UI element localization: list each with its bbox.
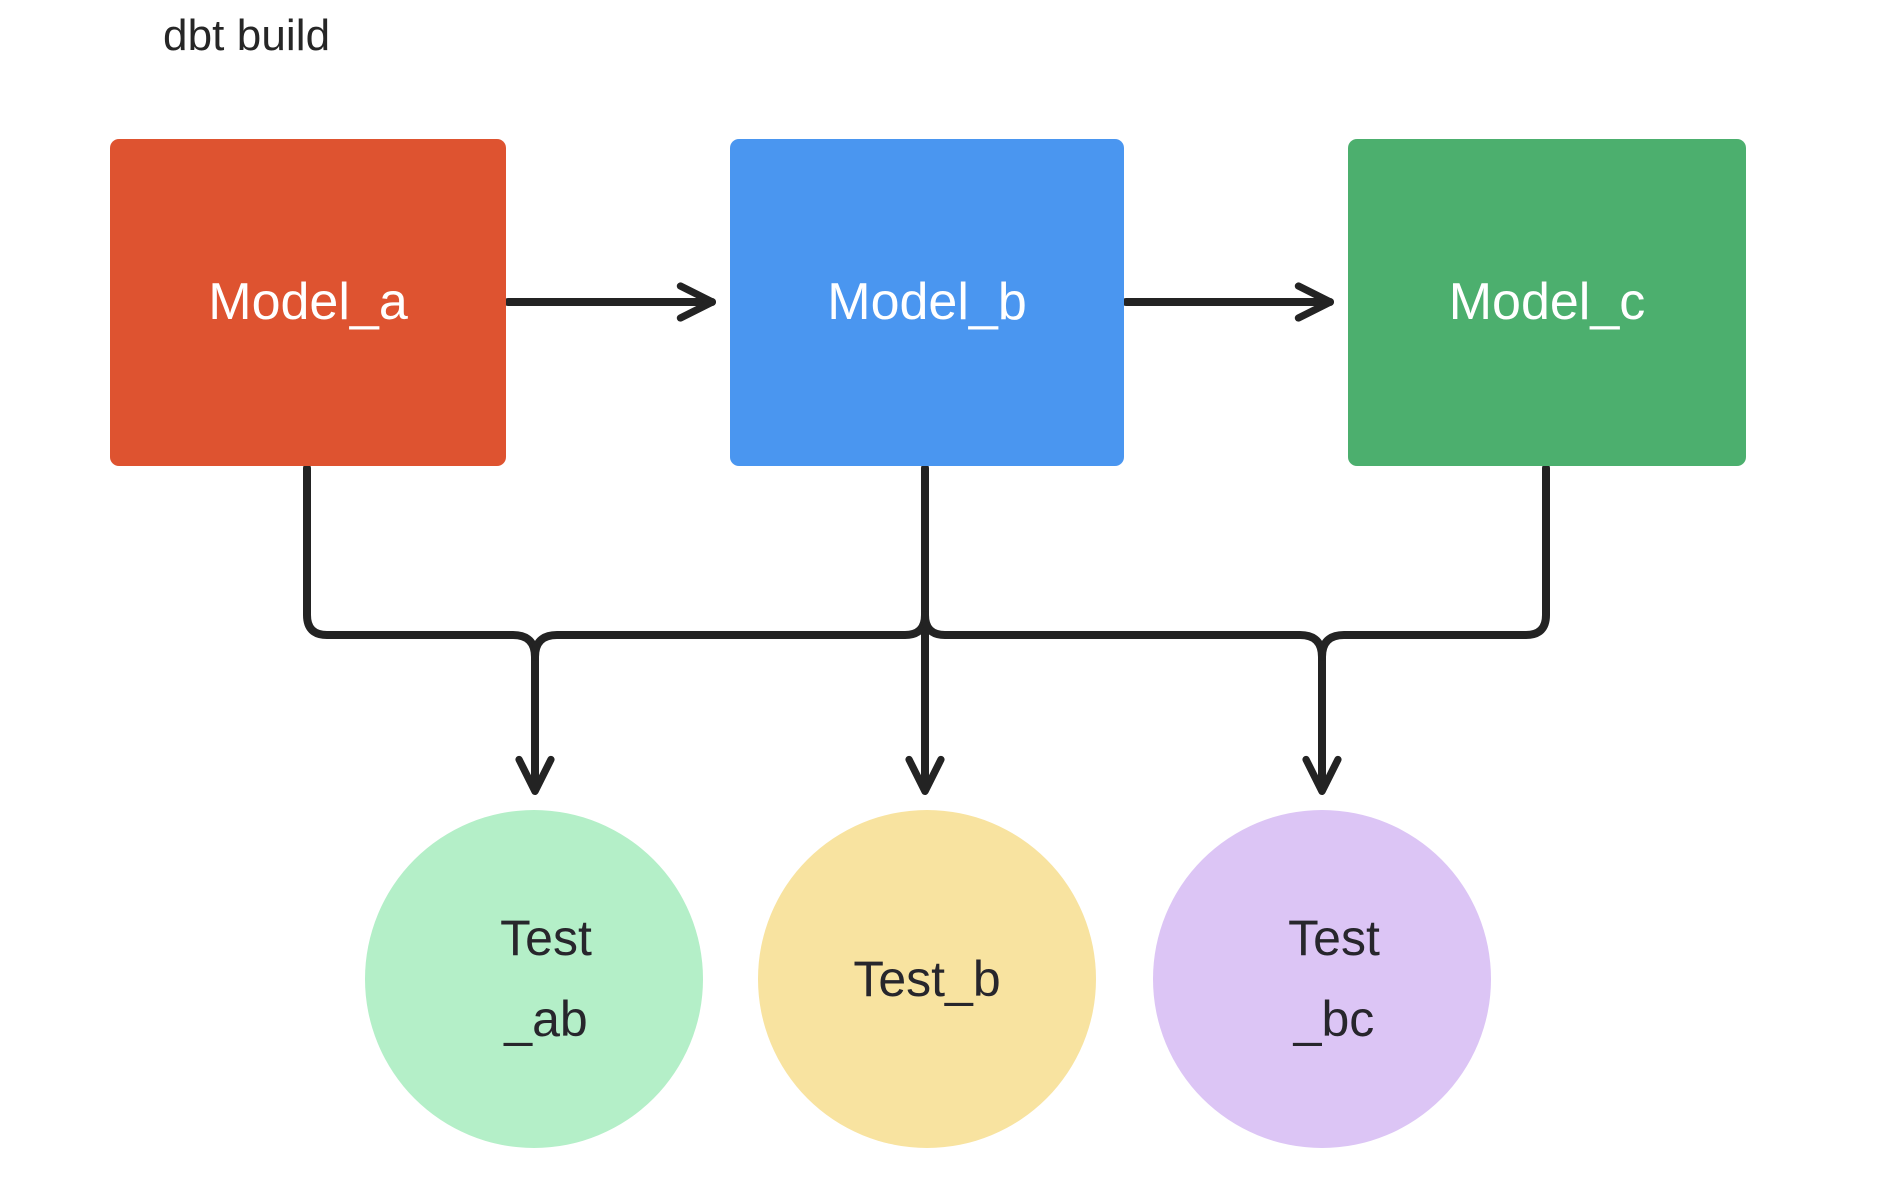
edge-model-b-to-test-ab	[531, 611, 929, 661]
node-test-ab-label: Test _ab	[500, 910, 592, 1047]
node-test-b[interactable]: Test_b	[758, 810, 1096, 1148]
node-model-b[interactable]: Model_b	[730, 139, 1124, 466]
node-model-a-label: Model_a	[208, 272, 408, 331]
node-model-a[interactable]: Model_a	[110, 139, 506, 466]
node-test-bc[interactable]: Test _bc	[1153, 810, 1491, 1148]
node-test-b-label: Test_b	[853, 950, 1001, 1007]
edge-model-a-to-test-ab	[303, 464, 555, 796]
node-model-c-label: Model_c	[1448, 272, 1646, 331]
edge-model-b-to-test-bc	[921, 611, 1342, 796]
diagram-title: dbt build	[163, 11, 331, 60]
node-model-b-label: Model_b	[827, 272, 1027, 331]
node-test-ab[interactable]: Test _ab	[365, 810, 703, 1148]
edge-model-c-to-test-bc	[1318, 464, 1550, 661]
node-test-bc-label: Test _bc	[1288, 910, 1380, 1047]
node-model-c[interactable]: Model_c	[1348, 139, 1746, 466]
